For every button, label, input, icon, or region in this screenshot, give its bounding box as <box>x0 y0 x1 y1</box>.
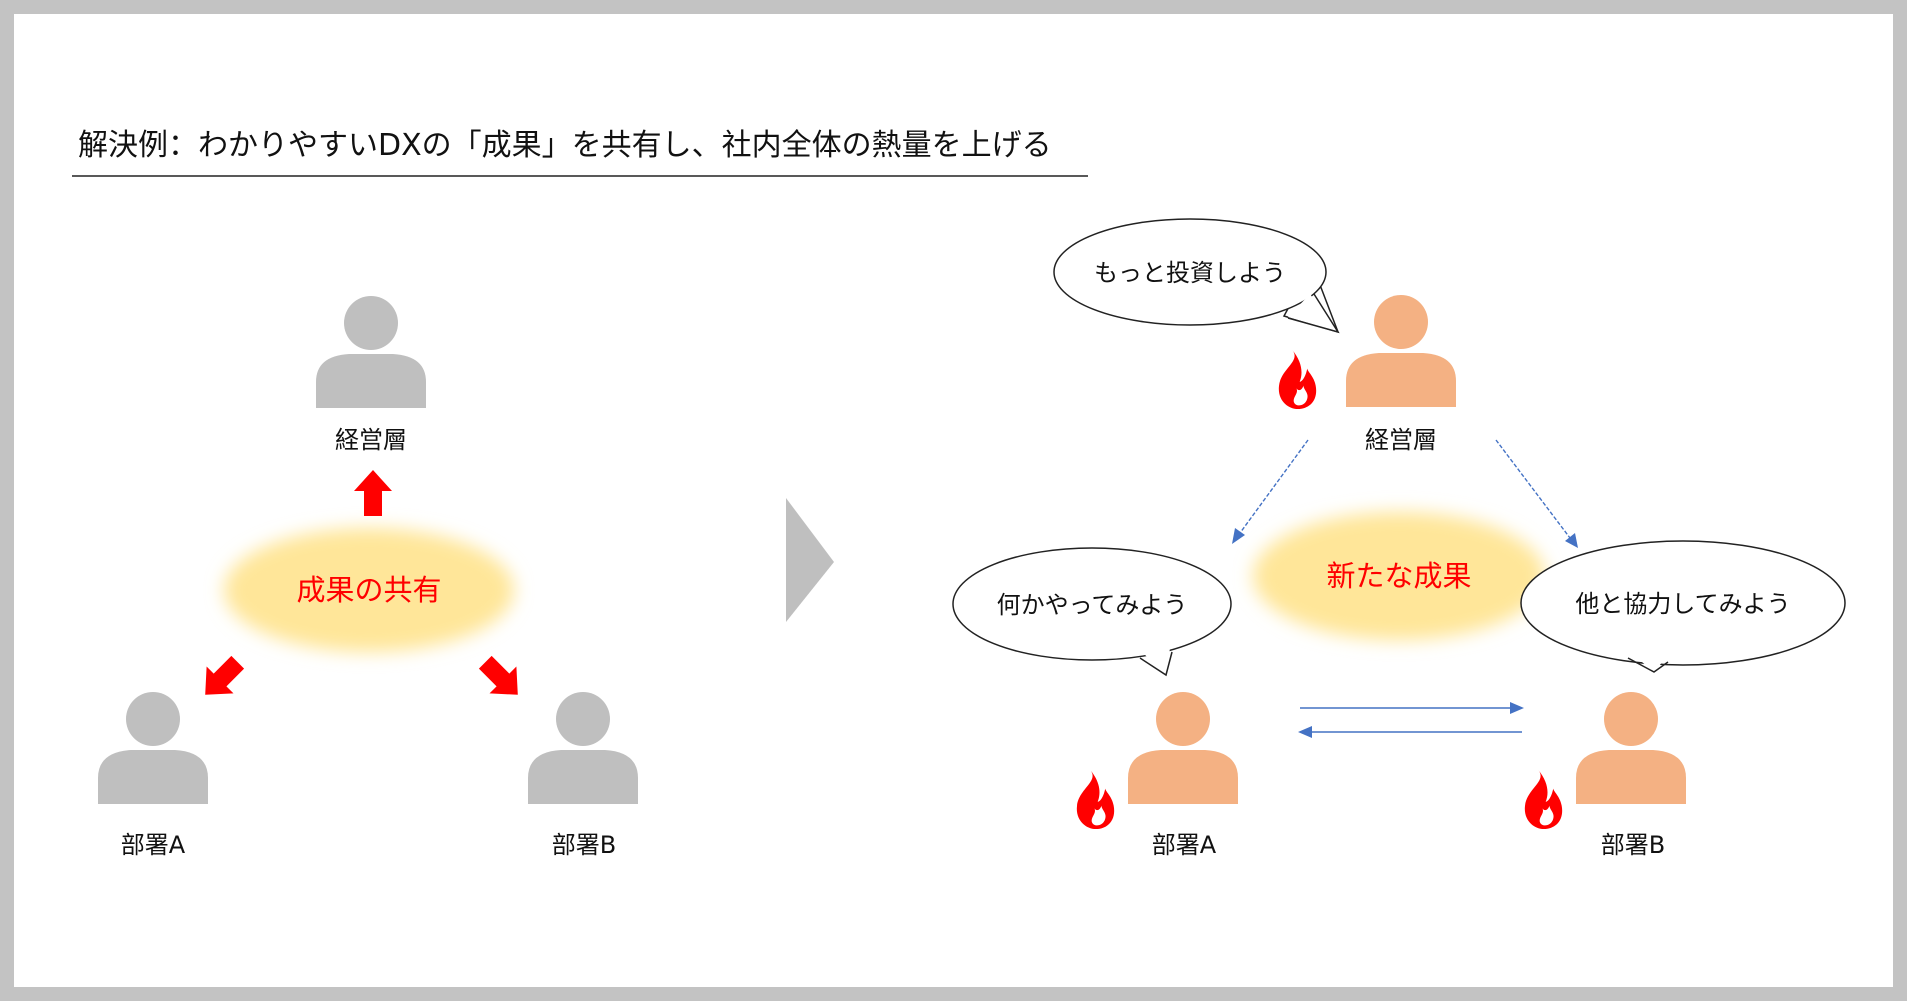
before-management-label: 経営層 <box>335 426 407 454</box>
dept-a-speech-text: 何かやってみよう <box>997 591 1188 619</box>
arrow-heads <box>1232 528 1578 738</box>
person-icon <box>1576 692 1686 804</box>
management-speech-bubble: もっと投資しよう <box>1053 218 1340 334</box>
dept-a-speech-bubble: 何かやってみよう <box>952 547 1232 677</box>
before-glow <box>224 528 514 652</box>
arrowhead-icon <box>1232 528 1245 544</box>
arrow-management-to-a <box>1239 439 1309 534</box>
person-icon <box>98 692 208 804</box>
before-dept-b-label: 部署B <box>552 831 616 859</box>
flame-icon <box>1278 349 1317 410</box>
flow-arrows <box>1239 439 1571 733</box>
chevron-right-icon <box>786 498 834 622</box>
page-title: 解決例：わかりやすいDXの「成果」を共有し、社内全体の熱量を上げる <box>78 128 1052 163</box>
after-management-label: 経営層 <box>1365 426 1437 454</box>
dept-b-speech-bubble: 他と協力してみよう <box>1520 540 1846 673</box>
flame-icon <box>1524 769 1563 830</box>
person-icon <box>1346 295 1456 407</box>
arrowhead-icon <box>1298 726 1312 738</box>
arrow-management-to-b <box>1495 439 1571 539</box>
after-center-label: 新たな成果 <box>1326 559 1471 593</box>
before-center-label: 成果の共有 <box>296 573 441 607</box>
before-diagram: 成果の共有 経営層 部署A 部署B <box>98 296 638 859</box>
before-dept-a-label: 部署A <box>121 831 186 859</box>
after-diagram: 新たな成果 経営層 部署A 部署B <box>952 218 1846 859</box>
person-icon <box>316 296 426 408</box>
management-speech-text: もっと投資しよう <box>1094 259 1286 287</box>
after-glow <box>1253 512 1545 640</box>
person-icon <box>1128 692 1238 804</box>
arrow-down-right-icon <box>478 655 518 695</box>
arrowhead-icon <box>1510 702 1524 714</box>
person-icon <box>528 692 638 804</box>
dept-b-speech-text: 他と協力してみよう <box>1575 590 1790 618</box>
flame-icon <box>1076 769 1115 830</box>
after-dept-b-label: 部署B <box>1601 831 1665 859</box>
after-dept-a-label: 部署A <box>1152 831 1217 859</box>
arrowhead-icon <box>1565 533 1578 548</box>
arrow-down-left-icon <box>205 655 245 695</box>
arrow-up-icon <box>354 470 392 516</box>
